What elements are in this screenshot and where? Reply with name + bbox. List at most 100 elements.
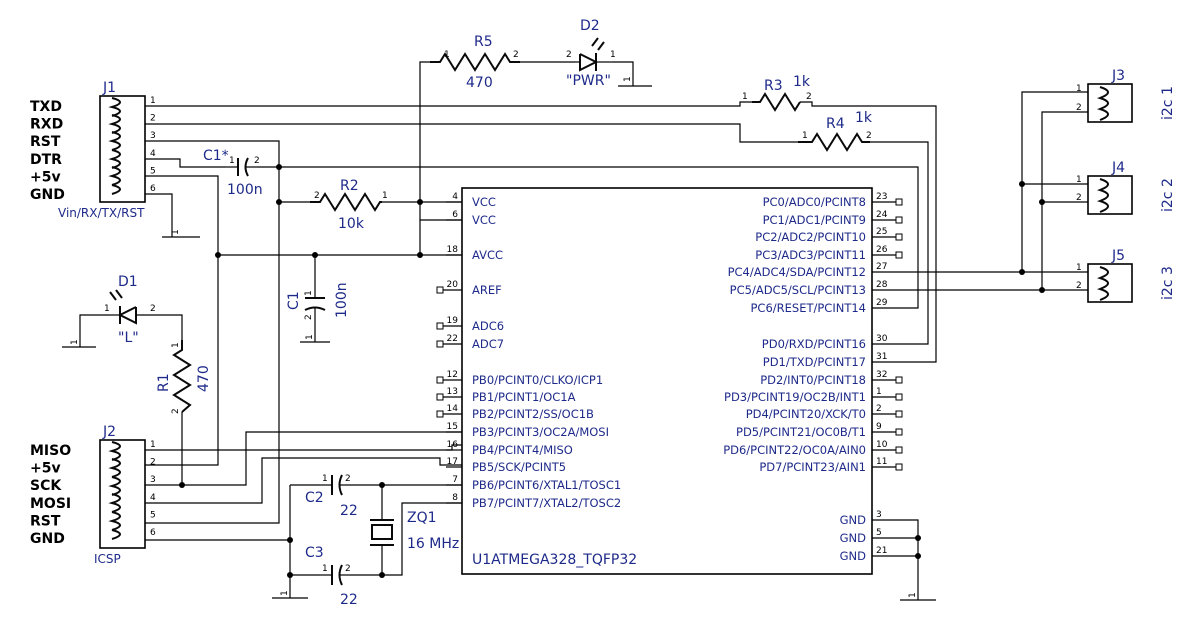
ic-pin-name: PD3/PCINT19/OC2B/INT1 xyxy=(724,390,866,404)
ic-pin-name: ADC6 xyxy=(472,319,504,333)
capacitor-c1: C1 100n 1 2 xyxy=(286,282,350,320)
ic-pin-number: 31 xyxy=(876,352,887,362)
connector-j4: J4 i2c 2 1 2 xyxy=(1076,160,1176,215)
j1-pin-number: 4 xyxy=(150,149,156,159)
j4-ref: J4 xyxy=(1111,160,1125,176)
ic-pin-name: PC5/ADC5/SCL/PCINT13 xyxy=(730,283,866,297)
r5-ref: R5 xyxy=(474,34,493,50)
c3-value: 22 xyxy=(340,592,358,608)
j2-ref: J2 xyxy=(102,424,116,440)
ic-pin-number: 21 xyxy=(876,546,887,556)
ic-nc-pin-marker xyxy=(895,410,903,418)
r4-pin1: 1 xyxy=(802,131,808,141)
r5-value: 470 xyxy=(466,75,493,91)
crystal-zq1: ZQ1 16 MHz xyxy=(370,510,459,552)
capacitor-c2: C2 22 1 2 xyxy=(305,474,358,519)
j2-signal-label: MOSI xyxy=(30,496,71,512)
c1-star-ref: C1* xyxy=(203,148,229,164)
ic-pin-name: PD2/INT0/PCINT18 xyxy=(760,373,866,387)
ic-pin-number: 7 xyxy=(452,475,458,485)
ic-pin-number: 6 xyxy=(452,210,458,220)
r1-ref: R1 xyxy=(156,373,172,392)
j1-ref: J1 xyxy=(102,80,116,96)
connector-j5: J5 i2c 3 1 2 xyxy=(1076,248,1176,303)
r3-ref: R3 xyxy=(764,78,783,94)
d2-pin1: 1 xyxy=(610,50,616,60)
ic-nc-pin-marker xyxy=(895,376,903,384)
j1-pin-number: 5 xyxy=(150,166,156,176)
j3-pin2: 2 xyxy=(1076,103,1082,113)
c1-pin2: 2 xyxy=(304,314,314,320)
d1-pin2: 2 xyxy=(150,304,156,314)
c2-value: 22 xyxy=(340,503,358,519)
ic-nc-pin-marker xyxy=(895,446,903,454)
zq1-ref: ZQ1 xyxy=(407,510,437,526)
ic-pin-number: 15 xyxy=(447,422,458,432)
ic-pin-number: 2 xyxy=(876,404,882,414)
j4-pin2: 2 xyxy=(1076,193,1082,203)
j1-caption: Vin/RX/TX/RST xyxy=(58,206,145,220)
j1-pin-number: 1 xyxy=(150,96,156,106)
d1-ref: D1 xyxy=(118,274,138,290)
ic-nc-pin-marker xyxy=(895,393,903,401)
connector-j3: J3 i2c 1 1 2 xyxy=(1076,68,1176,123)
ic-pin-name: PD0/RXD/PCINT16 xyxy=(762,337,866,351)
j1-signal-label: RST xyxy=(30,134,61,150)
gnd-j1-pin: 1 xyxy=(171,229,181,235)
r2-ref: R2 xyxy=(340,178,359,194)
ic-nc-pin-marker xyxy=(895,428,903,436)
r2-pin2: 2 xyxy=(314,191,320,201)
j1-signal-label: TXD xyxy=(30,99,62,115)
gnd-c1-pin: 1 xyxy=(305,334,315,340)
j1-pin-number: 6 xyxy=(150,184,156,194)
ic-pin-number: 10 xyxy=(876,440,888,450)
r1-pin2: 2 xyxy=(171,408,181,414)
j2-caption: ICSP xyxy=(94,552,121,566)
j2-pin-number: 3 xyxy=(150,475,156,485)
ic-nc-pin-marker xyxy=(436,340,444,348)
j5-pin2: 2 xyxy=(1076,281,1082,291)
ic-pin-name: PC0/ADC0/PCINT8 xyxy=(763,195,866,209)
ic-nc-pin-marker xyxy=(436,322,444,330)
resistor-r1: R1 470 1 2 xyxy=(156,340,212,414)
ic-pin-name: ADC7 xyxy=(472,337,504,351)
ic-pin-number: 27 xyxy=(876,262,887,272)
j3-ref: J3 xyxy=(1111,68,1125,84)
ic-nc-pin-marker xyxy=(895,463,903,471)
c1-pin1: 1 xyxy=(304,290,314,296)
ic-pin-name: GND xyxy=(840,513,867,527)
ic-pin-name: PC3/ADC3/PCINT11 xyxy=(755,248,866,262)
wires xyxy=(62,61,1088,601)
ic-pin-name: PB1/PCINT1/OC1A xyxy=(472,390,576,404)
r3-pin2: 2 xyxy=(806,92,812,102)
ic-pin-name: PC1/ADC1/PCINT9 xyxy=(763,213,866,227)
ic-pin-number: 13 xyxy=(447,387,458,397)
r2-value: 10k xyxy=(338,216,365,232)
ic-pin-name: PC6/RESET/PCINT14 xyxy=(751,301,867,315)
j2-pin-number: 6 xyxy=(150,528,156,538)
j1-signal-label: +5v xyxy=(30,169,61,185)
ic-nc-pin-marker xyxy=(895,198,903,206)
ic-pin-number: 26 xyxy=(876,245,888,255)
resistor-r3: R3 1k 1 2 xyxy=(742,74,812,112)
r4-pin2: 2 xyxy=(866,131,872,141)
c1-star-pin1: 1 xyxy=(229,156,235,166)
ic-pin-name: GND xyxy=(840,549,867,563)
ic-nc-pin-marker xyxy=(436,410,444,418)
j4-caption: i2c 2 xyxy=(1160,178,1176,212)
gnd-xtal-pin: 1 xyxy=(280,590,290,596)
ic-pin-number: 11 xyxy=(876,457,887,467)
j2-pin-number: 2 xyxy=(150,458,156,468)
j1-signal-label: GND xyxy=(30,187,65,203)
c1-ref: C1 xyxy=(286,291,302,310)
c2-pin1: 1 xyxy=(322,474,328,484)
ic-pin-number: 24 xyxy=(876,210,888,220)
ic-pin-number: 14 xyxy=(447,404,459,414)
j2-signal-label: GND xyxy=(30,531,65,547)
ic-nc-pin-marker xyxy=(436,376,444,384)
